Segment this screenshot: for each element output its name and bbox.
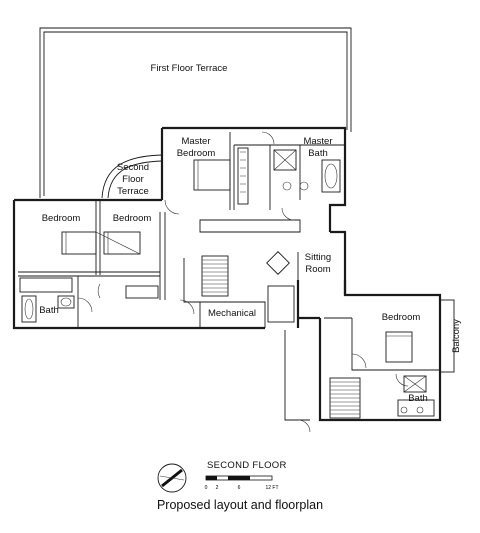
master-suite-walls [193, 131, 345, 233]
lower-stair [284, 330, 361, 433]
first-floor-terrace-outline [39, 27, 352, 198]
floor-title: SECOND FLOOR [207, 460, 287, 471]
second-floor-terrace-label-line3: Terrace [117, 186, 149, 197]
bath-left-label: Bath [39, 305, 59, 316]
scale-tick-12: 12 FT [265, 485, 278, 491]
bath-right-label: Bath [408, 393, 428, 404]
exterior-walls [12, 126, 442, 422]
sitting-room-label-line1: Sitting [305, 252, 331, 263]
north-arrow-icon [157, 463, 187, 493]
second-floor-terrace-label-line1: Second [117, 162, 149, 173]
master-bedroom-label-line2: Bedroom [177, 148, 216, 159]
scale-tick-6: 6 [238, 485, 241, 491]
central-stair [183, 255, 266, 328]
sitting-room-label-line2: Room [305, 264, 330, 275]
sitting-room-furniture [266, 251, 299, 323]
bedroom-middle-label: Bedroom [113, 213, 152, 224]
master-bath-label-line1: Master [303, 136, 332, 147]
first-floor-terrace-label: First Floor Terrace [151, 63, 228, 74]
scale-bar: 0 2 6 12 FT [205, 475, 279, 491]
master-bath-label-line2: Bath [308, 148, 328, 159]
figure-caption: Proposed layout and floorplan [156, 498, 324, 512]
right-bedroom-walls [324, 299, 455, 417]
bedroom-left-label: Bedroom [42, 213, 81, 224]
scale-tick-2: 2 [216, 485, 219, 491]
second-floor-terrace-label-line2: Floor [122, 174, 144, 185]
bedroom-right-label: Bedroom [382, 312, 421, 323]
master-bedroom-label-line1: Master [181, 136, 210, 147]
scale-tick-0: 0 [205, 485, 208, 491]
left-wing-walls [18, 199, 195, 328]
mechanical-label: Mechanical [208, 308, 256, 319]
balcony-label: Balcony [451, 319, 462, 353]
second-floor-terrace-outline [101, 154, 163, 199]
room-labels: First Floor Terrace Master Bedroom Maste… [39, 63, 462, 404]
